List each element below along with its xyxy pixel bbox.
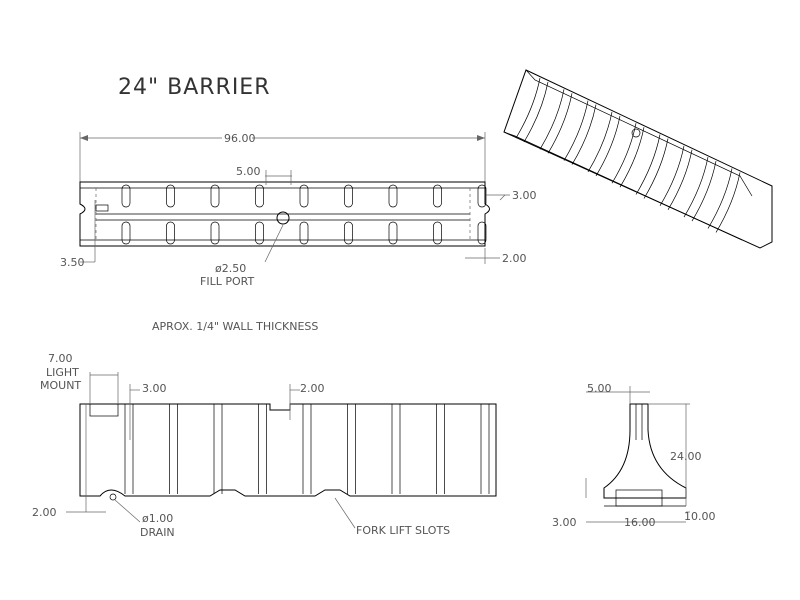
drain-circle [109,493,117,501]
rib-dim: 3.00 [142,382,167,395]
wall-thickness-note: APROX. 1/4" WALL THICKNESS [152,320,318,333]
rib-slot [210,221,220,245]
fill-port-circle [276,211,290,225]
overall-length-dim: 96.00 [224,132,256,145]
light-mount-label-2: MOUNT [40,379,81,392]
rib-slot [121,221,131,245]
side-view: 7.00 LIGHT MOUNT 3.00 2.00 2.00 ø1.00 DR… [32,352,497,539]
rib-slot [299,221,309,245]
rib-slot [166,221,175,245]
rib-slot [121,184,131,208]
drawing-title: 24" BARRIER [118,75,271,100]
rib-slot [477,184,487,208]
rib-slot [344,221,353,245]
rib-slot [210,184,220,208]
rib-slot [255,184,264,208]
rib-slot [388,184,398,208]
left-offset-dim: 3.50 [60,256,85,269]
drain-dia: ø1.00 [142,512,173,525]
isometric-view [503,69,773,249]
notch-dim: 2.00 [300,382,325,395]
rib-slot [166,184,175,208]
rib-spacing-dim: 5.00 [236,165,261,178]
rib-slot [433,221,442,245]
drain-label: DRAIN [140,526,175,539]
rib-slot [433,184,442,208]
rib-slot [299,184,309,208]
top-width-dim: 5.00 [587,382,612,395]
base-width-dim: 16.00 [624,516,656,529]
end-offset-dim: 2.00 [502,252,527,265]
top-view: 96.00 5.00 3.00 2.00 3.50 ø2.50 FI [60,130,537,288]
light-mount-label-1: LIGHT [46,366,79,379]
end-width-dim: 3.00 [512,189,537,202]
rib-slot [255,221,264,245]
fork-lift-label: FORK LIFT SLOTS [356,524,450,537]
rib-slot [388,221,398,245]
fill-port-label: FILL PORT [200,275,254,288]
rib-slot [477,221,487,245]
left-step-dim: 3.00 [552,516,577,529]
height-dim: 24.00 [670,450,702,463]
light-mount-box [89,403,119,417]
end-view: 5.00 24.00 10.00 3.00 16.00 [552,382,716,529]
light-mount-dim: 7.00 [48,352,73,365]
fill-port-dia: ø2.50 [215,262,246,275]
base-offset-dim: 10.00 [684,510,716,523]
left-end-dim: 2.00 [32,506,57,519]
rib-slot [344,184,353,208]
